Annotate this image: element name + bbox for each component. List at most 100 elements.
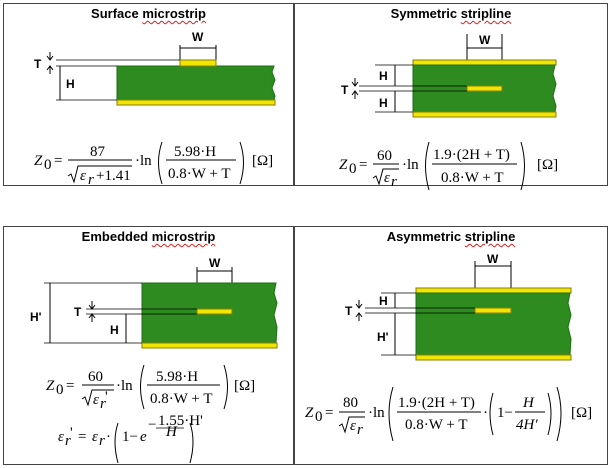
embedded-formula: Z 0 = 60 ε r ' ·ln 5.98·H 0.8·W + T [Ω] … [46,364,255,464]
w-label: W [479,33,491,47]
formula-numerator: 60 [88,369,103,385]
log-numerator: 1.9·(2H + T) [398,395,475,411]
surface-microstrip-diagram: W T H [34,30,276,106]
asymmetric-stripline-diagram: W H H' T [345,252,572,361]
signal-trace [179,59,217,67]
h-label: H [66,77,75,91]
unit-ohm: [Ω] [252,153,273,169]
h-prime-label: H' [377,330,389,344]
title-emph: stripline [464,229,516,244]
title-emph: stripline [460,6,512,21]
log-denominator: 0.8·W + T [150,391,212,407]
svg-text:ε: ε [350,418,356,434]
svg-text:1−: 1− [122,429,138,445]
svg-text:r: r [100,396,106,412]
surface-formula: Z 0 = 87 ε r +1.41 ·ln 5.98·H 0.8·W + T … [34,141,273,188]
svg-text:Z: Z [339,157,348,173]
panel-title: Embedded microstrip [4,229,293,244]
svg-text:ε: ε [93,392,99,408]
ground-plane [116,99,276,106]
formula-numerator: 60 [377,148,392,164]
svg-text:r: r [391,174,397,190]
svg-text:': ' [105,389,108,405]
signal-trace [466,85,503,92]
svg-text:0: 0 [315,409,323,425]
svg-text:': ' [70,425,73,441]
svg-text:−: − [148,417,156,433]
svg-text:=: = [54,153,62,169]
svg-text:ε: ε [384,170,390,186]
log-denominator: 0.8·W + T [168,166,230,182]
panel-title: Surface microstrip [4,6,293,21]
title-text: Asymmetric [386,229,465,244]
h-label-bottom: H [379,96,388,110]
svg-text:r: r [357,422,363,438]
svg-text:=: = [78,429,86,445]
svg-text:=: = [66,378,74,394]
svg-text:Z: Z [46,378,55,394]
h-label: H [379,294,388,308]
t-label: T [341,83,349,97]
formula-den-tail: +1.41 [96,168,131,184]
log-numerator: 1.9·(2H + T) [433,147,510,163]
unit-ohm: [Ω] [234,378,255,394]
title-text: Symmetric [390,6,461,21]
svg-text:ε: ε [92,429,98,445]
svg-text:·: · [483,405,488,421]
unit-ohm: [Ω] [537,157,558,173]
signal-trace [474,307,512,314]
svg-text:1−: 1− [497,405,513,421]
symmetric-stripline-diagram: W H H T [341,33,557,118]
svg-text:r: r [88,172,94,188]
ground-plane [141,342,278,349]
bottom-ground-plane [415,354,572,361]
svg-text:ε: ε [80,168,86,184]
exponent-denominator: H [165,424,178,440]
panel-title: Symmetric stripline [295,6,607,21]
svg-text:=: = [359,157,367,173]
exponent-numerator: 1.55·H' [158,413,203,429]
symmetric-formula: Z 0 = 60 ε r ·ln 1.9·(2H + T) 0.8·W + T … [339,141,558,191]
svg-text:·ln: ·ln [135,153,152,169]
title-text: Surface [91,6,143,21]
log-denominator: 0.8·W + T [441,170,503,186]
panel-title: Asymmetric stripline [295,229,607,244]
formula-numerator: 87 [90,144,106,160]
frac2-denominator: 4H' [516,417,538,433]
title-emph: microstrip [142,6,206,21]
t-label: T [34,57,42,71]
svg-text:·ln: ·ln [368,405,385,421]
svg-text:ε: ε [58,429,64,445]
svg-text:r: r [65,433,71,449]
log-numerator: 5.98·H [174,144,216,160]
h-label: H [110,323,119,337]
svg-text:0: 0 [349,161,357,177]
title-text: Embedded [81,229,152,244]
h-label-top: H [379,69,388,83]
w-label: W [487,252,499,266]
svg-text:0: 0 [56,382,64,398]
t-label: T [74,305,82,319]
title-emph: microstrip [151,229,216,244]
z-subscript: 0 [44,157,52,173]
signal-trace [196,308,233,315]
w-label: W [209,256,221,270]
w-label: W [192,30,204,44]
t-label: T [345,304,353,318]
svg-text:r: r [99,433,105,449]
frac2-numerator: H [522,395,535,411]
h-prime-label: H' [30,310,42,324]
svg-text:·ln: ·ln [116,378,133,394]
svg-text:Z: Z [305,405,314,421]
svg-text:e: e [140,429,147,445]
panel-embedded-microstrip: Embedded microstrip W H' H T Z 0 = 60 ε … [3,226,294,465]
embedded-microstrip-diagram: W H' H T [30,256,278,349]
log-denominator: 0.8·W + T [405,417,467,433]
bottom-ground-plane [412,111,557,118]
asymmetric-formula: Z 0 = 80 ε r ·ln 1.9·(2H + T) 0.8·W + T … [305,386,592,442]
log-numerator: 5.98·H [156,369,198,385]
formula-numerator: 80 [343,395,358,411]
panel-symmetric-stripline: Symmetric stripline W H H T Z 0 = 60 ε r… [294,3,608,191]
svg-text:·: · [106,429,111,445]
unit-ohm: [Ω] [571,405,592,421]
